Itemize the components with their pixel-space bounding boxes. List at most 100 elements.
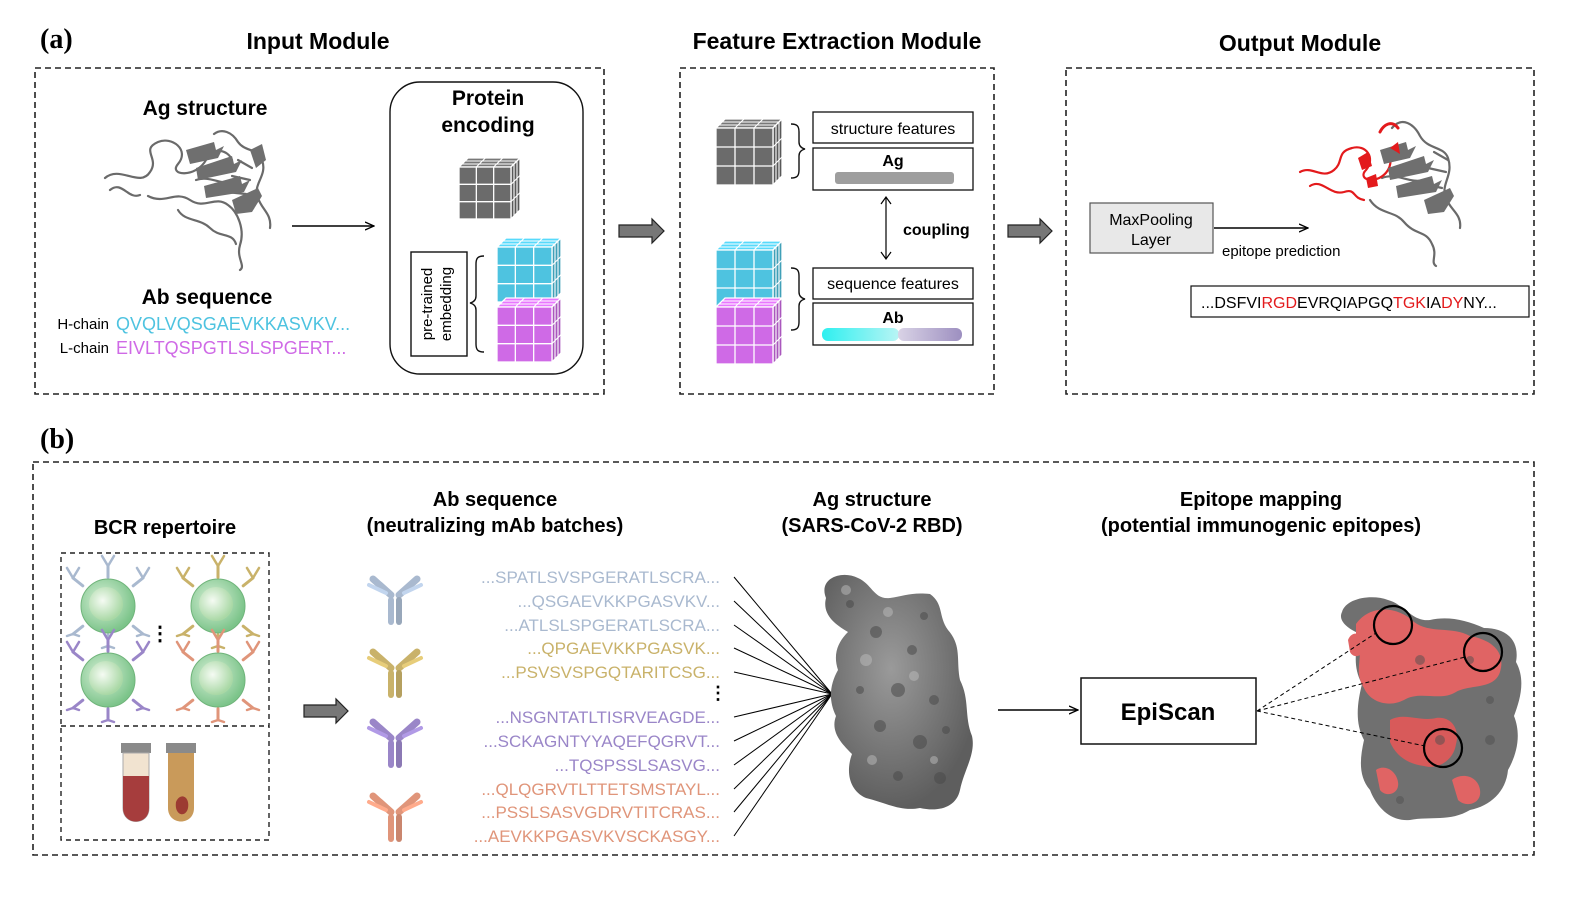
epitope-prediction-label: epitope prediction <box>1222 243 1340 260</box>
maxpooling-line1: MaxPooling <box>1109 212 1193 229</box>
ag-structure-title-line1: Ag structure <box>813 489 932 511</box>
fan-line <box>733 600 833 695</box>
antibody-sequence: ...PSVSVSPGQTARITCSG... <box>501 663 720 682</box>
structure-cube-icon <box>457 156 522 221</box>
sequence-fan-lines <box>733 576 833 837</box>
h-chain-sequence: QVQLVQSGAEVKKASVKV... <box>116 314 350 334</box>
ag-feature-bar <box>835 172 954 184</box>
h-chain-label: H-chain <box>57 316 109 333</box>
sequence-segment: TGK <box>1393 295 1426 312</box>
epitope-circle-1 <box>1372 604 1414 646</box>
structure-brace <box>790 123 806 179</box>
structure-features-label: structure features <box>831 121 956 138</box>
ag-structure-title-line2: (SARS-CoV-2 RBD) <box>781 515 962 537</box>
sequence-segment: RGD <box>1261 295 1297 312</box>
flow-arrow-2 <box>1007 217 1053 245</box>
epitope-link-3 <box>1256 710 1426 747</box>
sequence-cube-h-icon-2 <box>714 239 784 309</box>
epitope-link-2 <box>1256 656 1466 712</box>
sequence-segment: NY... <box>1463 295 1497 312</box>
panel-a-label: (a) <box>40 24 73 55</box>
serum-tube-icon <box>166 743 196 822</box>
epitope-surface-structure <box>1340 597 1522 821</box>
protein-encoding-box <box>389 81 584 375</box>
antibody-sequence: ...QLQGRVTLTTETSMSTAYL... <box>481 780 720 799</box>
b-cell-group <box>65 554 261 724</box>
flow-arrow-3 <box>303 697 349 725</box>
predicted-sequence: ...DSFVIRGDEVRQIAPGQTGKIADYNY... <box>1201 295 1497 312</box>
ab-feature-bar-h <box>822 328 899 341</box>
sequence-features-box <box>812 267 974 300</box>
epitope-link-1 <box>1256 632 1377 712</box>
antibody-icon-group <box>367 575 423 842</box>
antibody-icon <box>367 648 423 698</box>
l-chain-sequence: EIVLTQSPGTLSLSPGERT... <box>116 338 346 358</box>
b-cell-icon <box>65 628 151 724</box>
antibody-icon <box>367 718 423 768</box>
epitope-mapping-title-line1: Epitope mapping <box>1180 489 1342 511</box>
sequence-list-dots: ⋮ <box>709 683 727 703</box>
structure-features-box <box>812 111 974 144</box>
structure-cube-icon-2 <box>714 117 784 187</box>
antibody-sequence: ...SPATLSVSPGERATLSCRA... <box>481 568 720 587</box>
ag-structure-label: Ag structure <box>143 97 268 120</box>
predicted-ribbon-sheets <box>1358 142 1454 214</box>
blood-tube-icon <box>121 743 151 822</box>
pretrained-embedding-box <box>410 251 468 357</box>
sequence-segment: ...DSFVI <box>1201 295 1261 312</box>
ab-seq-title-line1: Ab sequence <box>433 489 557 511</box>
flow-arrow-1 <box>618 217 665 245</box>
b-cell-icon <box>175 628 261 724</box>
sequence-features-label: sequence features <box>827 276 959 293</box>
panel-b-box <box>32 461 1535 856</box>
ab-sequence-label: Ab sequence <box>142 286 273 309</box>
predicted-sequence-box <box>1190 285 1530 318</box>
sequence-list: ...SPATLSVSPGERATLSCRA......QSGAEVKKPGAS… <box>474 568 720 846</box>
bcr-dots: ⋮ <box>150 623 170 645</box>
bcr-repertoire-title: BCR repertoire <box>94 517 236 539</box>
sequence-cube-l-icon-2 <box>714 296 784 366</box>
fan-line <box>733 693 833 718</box>
ab-feature-bar-l <box>898 328 962 341</box>
pretrained-line2: embedding <box>438 267 455 341</box>
antibody-sequence: ...NSGNTATLTISRVEAGDE... <box>495 708 720 727</box>
antibody-icon <box>367 792 423 842</box>
fan-line <box>733 671 833 695</box>
embedding-brace <box>469 255 485 353</box>
maxpooling-box <box>1089 202 1214 254</box>
l-chain-label: L-chain <box>60 340 109 357</box>
panel-b-label: (b) <box>40 424 74 455</box>
b-cell-icon <box>65 554 151 650</box>
coupling-label: coupling <box>903 222 970 239</box>
epitope-mapping-title-line2: (potential immunogenic epitopes) <box>1101 515 1421 537</box>
episcan-box <box>1080 677 1257 745</box>
protein-encoding-line2: encoding <box>441 114 534 137</box>
fan-line <box>733 693 833 813</box>
coupling-arrow-down <box>880 251 892 261</box>
output-module-box <box>1065 67 1535 395</box>
episcan-label: EpiScan <box>1121 699 1216 726</box>
antibody-sequence: ...QPGAEVKKPGASVK... <box>527 639 720 658</box>
sequence-segment: EVRQIAPGQ <box>1297 295 1393 312</box>
coupling-arrow-up <box>880 195 892 205</box>
maxpooling-line2: Layer <box>1131 232 1172 249</box>
ab-seq-title-line2: (neutralizing mAb batches) <box>367 515 624 537</box>
sequence-cube-l-icon <box>495 296 563 364</box>
protein-encoding-line1: Protein <box>452 87 524 110</box>
rbd-surface-structure <box>824 574 973 810</box>
antibody-sequence: ...ATLSLSPGERATLSCRA... <box>504 616 720 635</box>
epitope-circle-3 <box>1422 727 1464 769</box>
output-module-title: Output Module <box>1219 30 1381 56</box>
fan-line <box>733 693 833 837</box>
b-cell-icon <box>175 554 261 650</box>
bcr-box <box>60 552 270 841</box>
antibody-sequence: ...TQSPSSLSASVG... <box>555 756 720 775</box>
pretrained-line1: pre-trained <box>419 268 436 341</box>
antibody-sequence: ...AEVKKPGASVKVSCKASGY... <box>474 827 720 846</box>
epitope-circle-2 <box>1462 631 1504 673</box>
fan-line <box>733 693 833 766</box>
fan-line <box>733 624 833 695</box>
input-module-title: Input Module <box>246 28 389 54</box>
antibody-icon <box>367 575 423 625</box>
